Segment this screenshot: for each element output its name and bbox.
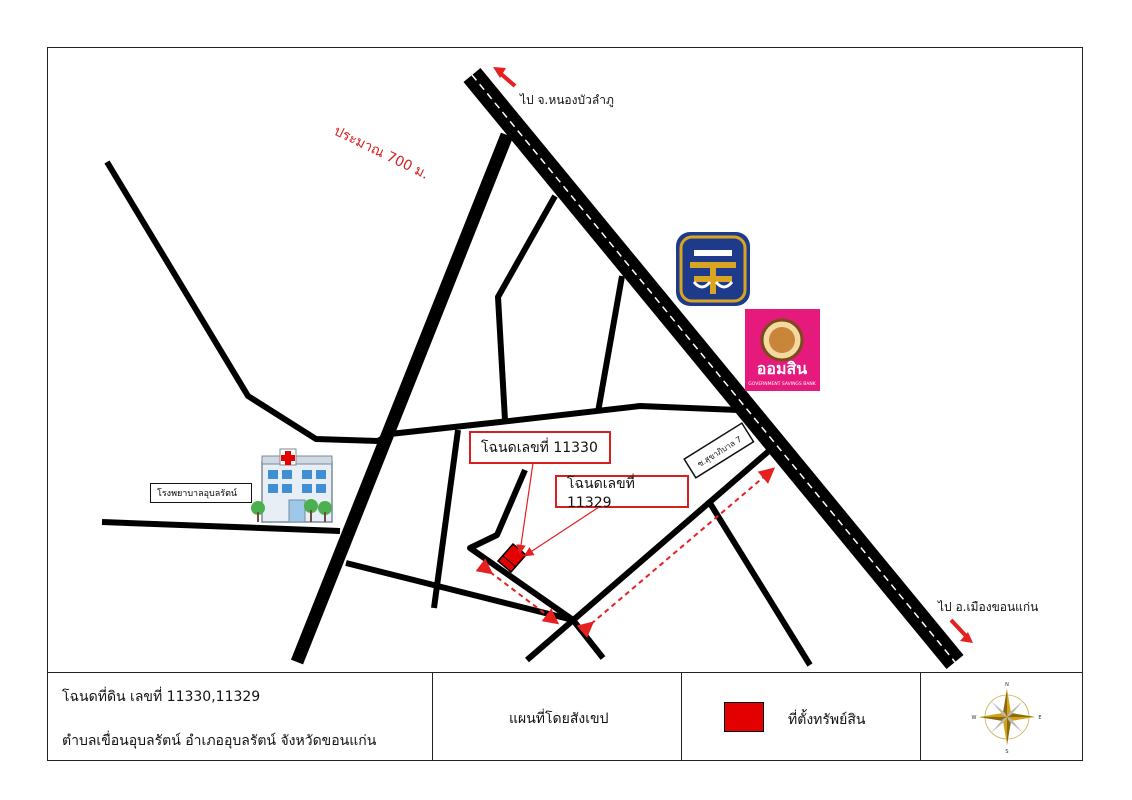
legend-bar: โฉนดที่ดิน เลขที่ 11330,11329 ตำบลเขื่อน… xyxy=(47,672,1083,761)
distance-label: ประมาณ 700 ม. xyxy=(331,123,431,183)
hospital-label-text: โรงพยาบาลอุบลรัตน์ xyxy=(157,489,238,499)
direction-arrow-south xyxy=(949,618,973,643)
deed-label-11329-text: โฉนดเลขที่ 11329 xyxy=(567,475,635,511)
main-highway xyxy=(463,68,964,669)
gsb-bank-logo: ออมสิน GOVERNMENT SAVINGS BANK xyxy=(745,309,820,391)
compass-s: S xyxy=(1005,749,1008,755)
south-destination-label: ไป อ.เมืองขอนแก่น xyxy=(937,600,1038,614)
legend-cell-key: ที่ตั้งทรัพย์สิน xyxy=(682,673,921,761)
legend-property-swatch xyxy=(724,702,764,732)
hospital-building-icon xyxy=(251,448,333,523)
hospital-label: โรงพยาบาลอุบลรัตน์ xyxy=(150,483,252,503)
thick-road xyxy=(290,132,514,665)
compass-rose-icon: N S E W xyxy=(972,682,1042,755)
compass-e: E xyxy=(1038,715,1041,721)
legend-deed-numbers: โฉนดที่ดิน เลขที่ 11330,11329 xyxy=(62,689,261,705)
baac-bank-logo xyxy=(676,232,750,306)
deed-label-11330-text: โฉนดเลขที่ 11330 xyxy=(481,439,598,456)
deed-label-11330: โฉนดเลขที่ 11330 xyxy=(469,431,611,464)
legend-property-location: ที่ตั้งทรัพย์สิน xyxy=(788,712,866,728)
legend-cell-description: โฉนดที่ดิน เลขที่ 11330,11329 ตำบลเขื่อน… xyxy=(47,673,433,761)
distance-arrows xyxy=(475,467,776,638)
map-frame xyxy=(47,47,1083,761)
legend-map-type: แผนที่โดยสังเขป xyxy=(509,711,609,727)
direction-arrow-north xyxy=(493,67,517,88)
deed-label-11329: โฉนดเลขที่ 11329 xyxy=(555,475,689,511)
legend-location: ตำบลเขื่อนอุบลรัตน์ อำเภออุบลรัตน์ จังหว… xyxy=(62,733,377,749)
north-destination-label: ไป จ.หนองบัวลำภู xyxy=(519,93,614,108)
legend-cell-map-type: แผนที่โดยสังเขป xyxy=(433,673,682,761)
compass-n: N xyxy=(1005,682,1009,688)
gsb-name: ออมสิน xyxy=(757,359,808,378)
compass-w: W xyxy=(972,715,977,721)
gsb-subtitle: GOVERNMENT SAVINGS BANK xyxy=(748,381,816,387)
legend-cell-compass: N S E W xyxy=(921,673,1083,761)
